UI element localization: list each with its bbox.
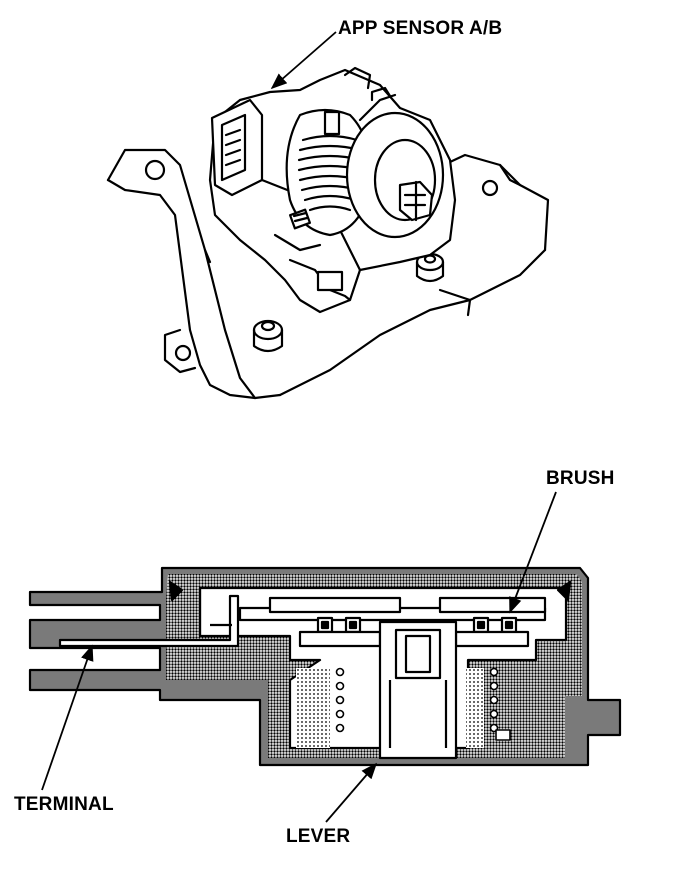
- brush-label: BRUSH: [546, 468, 615, 489]
- terminal-label: TERMINAL: [14, 794, 114, 815]
- brush-contacts: [316, 616, 518, 634]
- leader-lines: [41, 31, 557, 823]
- sensor-cross-section: [28, 566, 622, 767]
- terminal-leader: [41, 644, 94, 791]
- adjust-screw: [288, 208, 312, 230]
- terminal-pin: [58, 594, 240, 648]
- lever-label: LEVER: [286, 826, 351, 847]
- mounting-bracket: [106, 148, 550, 400]
- spring-right: [489, 667, 499, 733]
- return-spring: [285, 108, 372, 237]
- lever-leader: [325, 762, 378, 823]
- shaft-nut: [398, 180, 434, 222]
- app-sensor-label: APP SENSOR A/B: [338, 18, 503, 39]
- brush-carrier: [298, 630, 382, 648]
- brush-leader: [509, 491, 557, 614]
- app-sensor-leader: [270, 31, 337, 90]
- app-sensor-illustration: [106, 66, 550, 400]
- spring-left: [335, 667, 345, 733]
- mounting-stud-left: [252, 319, 284, 353]
